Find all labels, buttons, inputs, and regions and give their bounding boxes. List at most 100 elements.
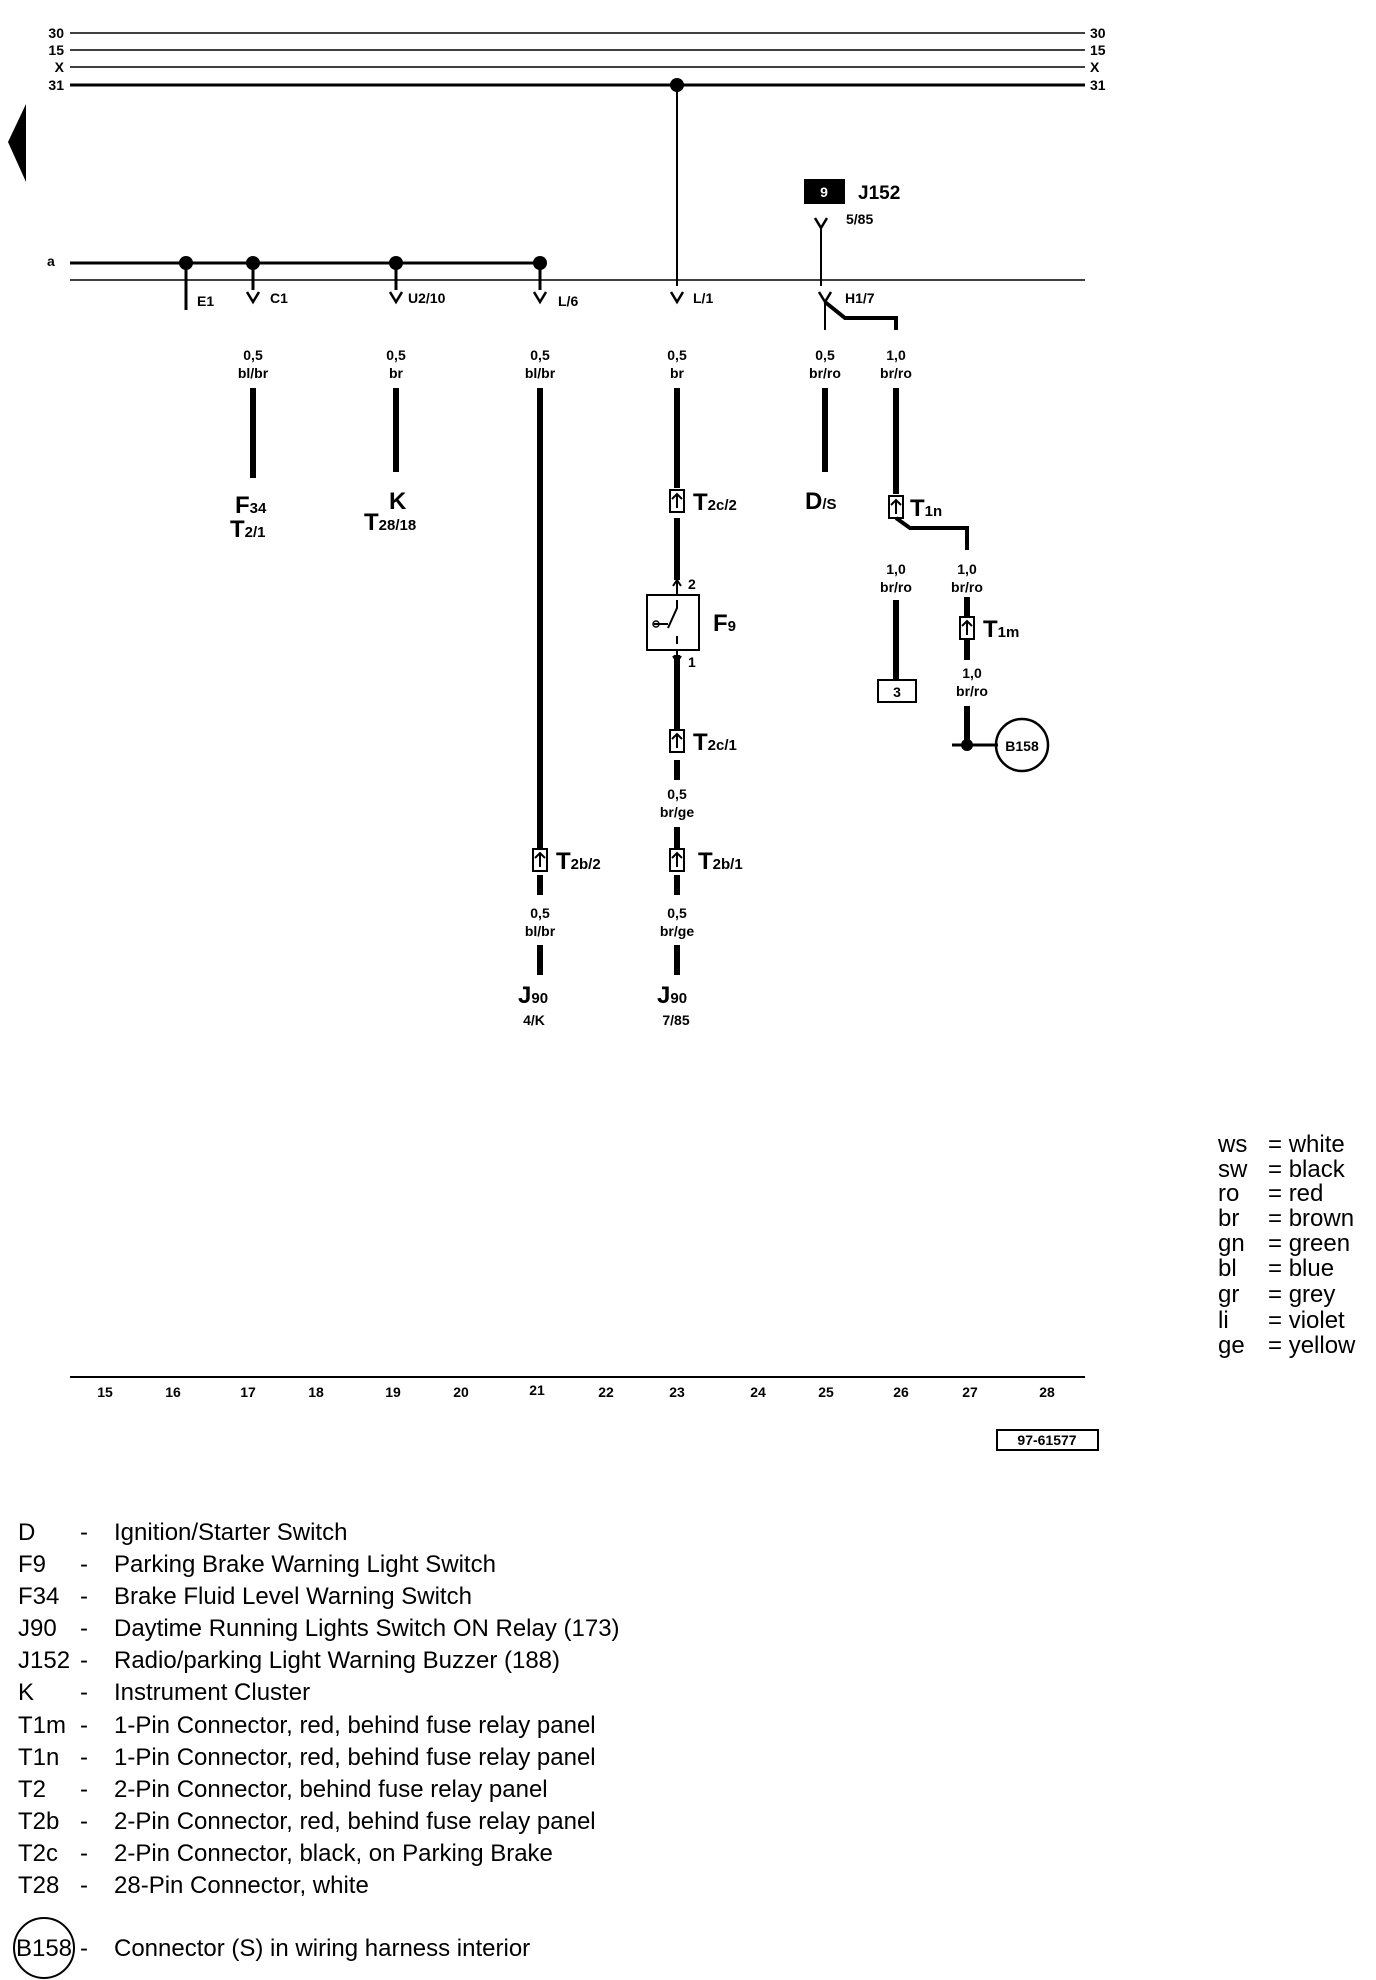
component-t28-18: T28/18 [364, 509, 416, 536]
svg-text:T2-2-Pin Connector, behind fus: T2-2-Pin Connector, behind fuse relay pa… [18, 1776, 548, 1803]
svg-text:J90-Daytime Running Lights Swi: J90-Daytime Running Lights Switch ON Rel… [18, 1615, 620, 1642]
wire-27-size: 1,0 [957, 561, 977, 577]
connector-e1-label: E1 [197, 293, 214, 309]
previous-page-arrow-icon[interactable] [8, 104, 26, 182]
connector-l6-label: L/6 [558, 293, 578, 309]
wire-23b-color: br/ge [660, 804, 694, 820]
connector-t1n-label: T1n [910, 495, 942, 522]
connector-t2b-2-label: T2b/2 [556, 848, 601, 875]
relay-ref-terminal: 5/85 [846, 211, 873, 227]
switch-f9-pin-bottom: 1 [688, 654, 696, 670]
wire-23c-size: 0,5 [667, 905, 687, 921]
rail-label-left-15: 15 [48, 42, 64, 58]
ref-box-3 [877, 679, 917, 703]
svg-text:J152-Radio/parking Light Warni: J152-Radio/parking Light Warning Buzzer … [18, 1647, 560, 1674]
component-list: D-Ignition/Starter Switch F9-Parking Bra… [18, 1519, 620, 1899]
wire-23b-size: 0,5 [667, 786, 687, 802]
wire-26b-color: br/ro [880, 579, 912, 595]
rail-label-right-15: 15 [1090, 42, 1106, 58]
component-j90-left: J90 [518, 982, 548, 1009]
svg-text:T1n-1-Pin Connector, red, behi: T1n-1-Pin Connector, red, behind fuse re… [18, 1744, 596, 1771]
svg-text:20: 20 [453, 1384, 469, 1400]
svg-text:24: 24 [750, 1384, 766, 1400]
wires-thick [250, 388, 970, 975]
svg-text:D-Ignition/Starter Switch: D-Ignition/Starter Switch [18, 1519, 347, 1546]
wire-26-color: br/ro [880, 365, 912, 381]
wire-26b-size: 1,0 [886, 561, 906, 577]
svg-text:19: 19 [385, 1384, 401, 1400]
rail-label-left-31: 31 [48, 77, 64, 93]
svg-text:16: 16 [165, 1384, 181, 1400]
bus-drops [184, 263, 542, 310]
svg-text:sw= black: sw= black [1218, 1156, 1346, 1183]
wire-21b-size: 0,5 [530, 905, 550, 921]
connector-t1m-label: T1m [983, 616, 1019, 643]
rail-label-right-31: 31 [1090, 77, 1106, 93]
connector-h1-7-label: H1/7 [845, 290, 875, 306]
svg-text:T2c-2-Pin Connector, black, on: T2c-2-Pin Connector, black, on Parking B… [18, 1840, 553, 1867]
svg-text:27: 27 [962, 1384, 978, 1400]
wire-23-size: 0,5 [667, 347, 687, 363]
connector-u2-10-label: U2/10 [408, 290, 446, 306]
rail-label-left-x: X [55, 59, 65, 75]
svg-text:T2b-2-Pin Connector, red, behi: T2b-2-Pin Connector, red, behind fuse re… [18, 1808, 596, 1835]
bus-junction-dots [179, 78, 684, 270]
ground-note-icon [13, 1917, 75, 1979]
wire-27b-color: br/ro [956, 683, 988, 699]
svg-text:17: 17 [240, 1384, 256, 1400]
wire-19-size: 0,5 [386, 347, 406, 363]
ground-b158-circle [994, 717, 1050, 773]
component-t2-1: T2/1 [230, 516, 266, 543]
color-legend: ws= white sw= black ro= red br= brown gn… [1217, 1131, 1356, 1359]
wire-17-size: 0,5 [243, 347, 263, 363]
svg-text:23: 23 [669, 1384, 685, 1400]
wire-23-color: br [670, 365, 685, 381]
component-f34: F34 [235, 492, 267, 519]
svg-text:22: 22 [598, 1384, 614, 1400]
svg-text:ro= red: ro= red [1218, 1180, 1323, 1207]
wire-25-color: br/ro [809, 365, 841, 381]
wire-19-color: br [389, 365, 404, 381]
wire-h1-7-branch [823, 300, 898, 330]
relay-ref-number: 9 [820, 184, 828, 200]
svg-text:18: 18 [308, 1384, 324, 1400]
wire-21b-color: bl/br [525, 923, 556, 939]
power-rails [70, 32, 1085, 87]
svg-text:K-Instrument Cluster: K-Instrument Cluster [18, 1679, 310, 1706]
wire-23c-color: br/ge [660, 923, 694, 939]
svg-text:15: 15 [97, 1384, 113, 1400]
ref-box-3-label: 3 [893, 684, 901, 700]
component-j90-right: J90 [657, 982, 687, 1009]
svg-text:F34-Brake Fluid Level Warning: F34-Brake Fluid Level Warning Switch [18, 1583, 472, 1610]
bus-a-label: a [47, 253, 55, 269]
svg-text:28: 28 [1039, 1384, 1055, 1400]
svg-text:gn= green: gn= green [1218, 1230, 1350, 1257]
wire-21-color: bl/br [525, 365, 556, 381]
connector-t2c-2-label: T2c/2 [693, 489, 737, 516]
rail-labels: 30 15 X 31 30 15 X 31 [48, 25, 1105, 93]
switch-f9 [646, 594, 700, 651]
switch-f9-pin-top: 2 [688, 576, 696, 592]
svg-text:T1m-1-Pin Connector, red, behi: T1m-1-Pin Connector, red, behind fuse re… [18, 1712, 596, 1739]
svg-text:T28-28-Pin Connector, white: T28-28-Pin Connector, white [18, 1872, 369, 1899]
component-j90-right-terminal: 7/85 [662, 1012, 689, 1028]
connector-t2b-1-label: T2b/1 [698, 848, 743, 875]
rail-label-left-30: 30 [48, 25, 64, 41]
relay-ref-box [804, 179, 845, 204]
ground-note-row: -Connector (S) in wiring harness interio… [80, 1935, 530, 1962]
connector-l1-label: L/1 [693, 290, 713, 306]
wire-21-size: 0,5 [530, 347, 550, 363]
svg-text:26: 26 [893, 1384, 909, 1400]
svg-text:bl= blue: bl= blue [1218, 1255, 1334, 1282]
component-k: K [389, 488, 407, 515]
svg-text:li= violet: li= violet [1218, 1307, 1345, 1334]
wire-27b-size: 1,0 [962, 665, 982, 681]
scale-numbers: 15 16 17 18 19 20 21 22 23 24 25 26 27 2… [97, 1382, 1055, 1400]
wire-26-size: 1,0 [886, 347, 906, 363]
figure-number: 97-61577 [1017, 1432, 1076, 1448]
switch-f9-contact-icon [654, 600, 678, 644]
svg-text:br= brown: br= brown [1218, 1205, 1354, 1232]
connector-t2c-1-label: T2c/1 [693, 729, 737, 756]
ground-b158-label: B158 [1005, 738, 1039, 754]
